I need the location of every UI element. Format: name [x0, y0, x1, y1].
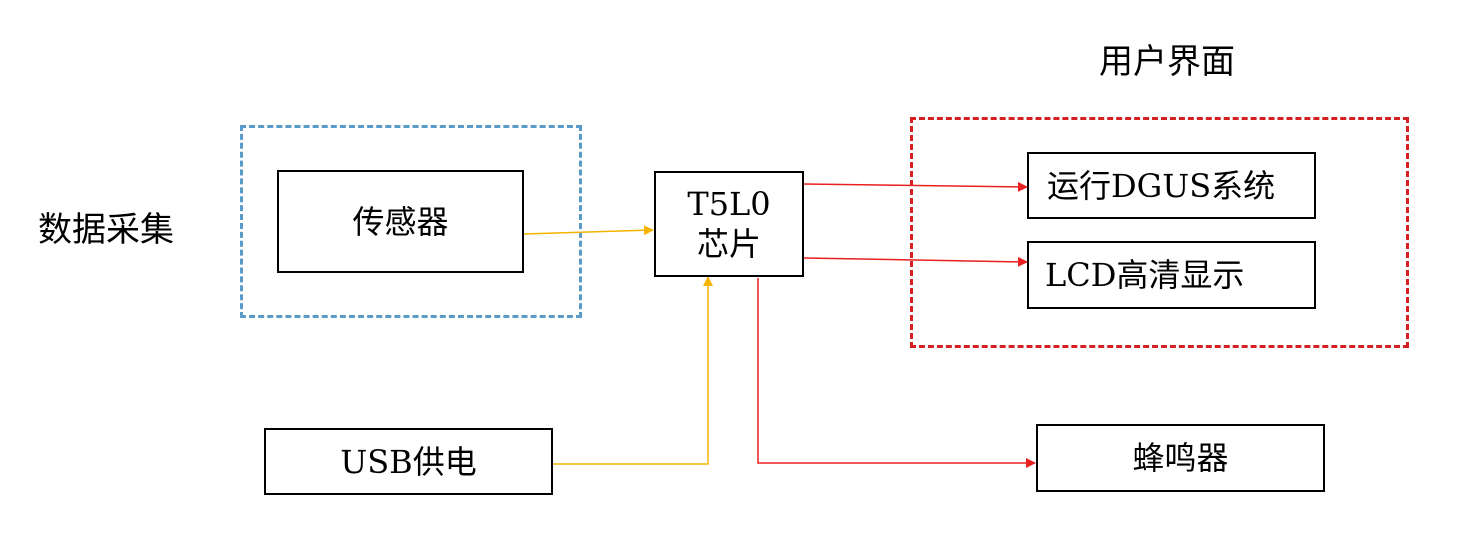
sensor-label: 传感器 [352, 202, 449, 241]
chip-label: 芯片 [696, 225, 761, 263]
data-collection-label: 数据采集 [38, 210, 174, 250]
sensor-box: 传感器 [277, 170, 524, 273]
arrow-chip-to-buzzer [757, 278, 1036, 468]
arrow-chip-to-lcd [803, 256, 1028, 267]
user-interface-label: 用户界面 [1099, 42, 1235, 82]
usb-power-box: USB供电 [264, 428, 553, 495]
dgus-system-box: 运行DGUS系统 [1027, 152, 1316, 219]
chip-box: T5L0 芯片 [654, 171, 804, 277]
buzzer-label: 蜂鸣器 [1132, 439, 1229, 477]
arrow-chip-to-dgus [803, 181, 1028, 192]
buzzer-box: 蜂鸣器 [1036, 424, 1325, 492]
chip-model-label: T5L0 [687, 185, 771, 223]
lcd-display-label: LCD高清显示 [1045, 256, 1245, 294]
arrow-usb-to-chip [553, 276, 713, 465]
usb-power-label: USB供电 [340, 442, 477, 481]
dgus-system-label: 运行DGUS系统 [1047, 166, 1276, 205]
data-collection-group [240, 125, 582, 318]
arrow-sensor-to-chip [523, 225, 654, 236]
user-interface-group [910, 117, 1409, 348]
lcd-display-box: LCD高清显示 [1027, 241, 1316, 309]
